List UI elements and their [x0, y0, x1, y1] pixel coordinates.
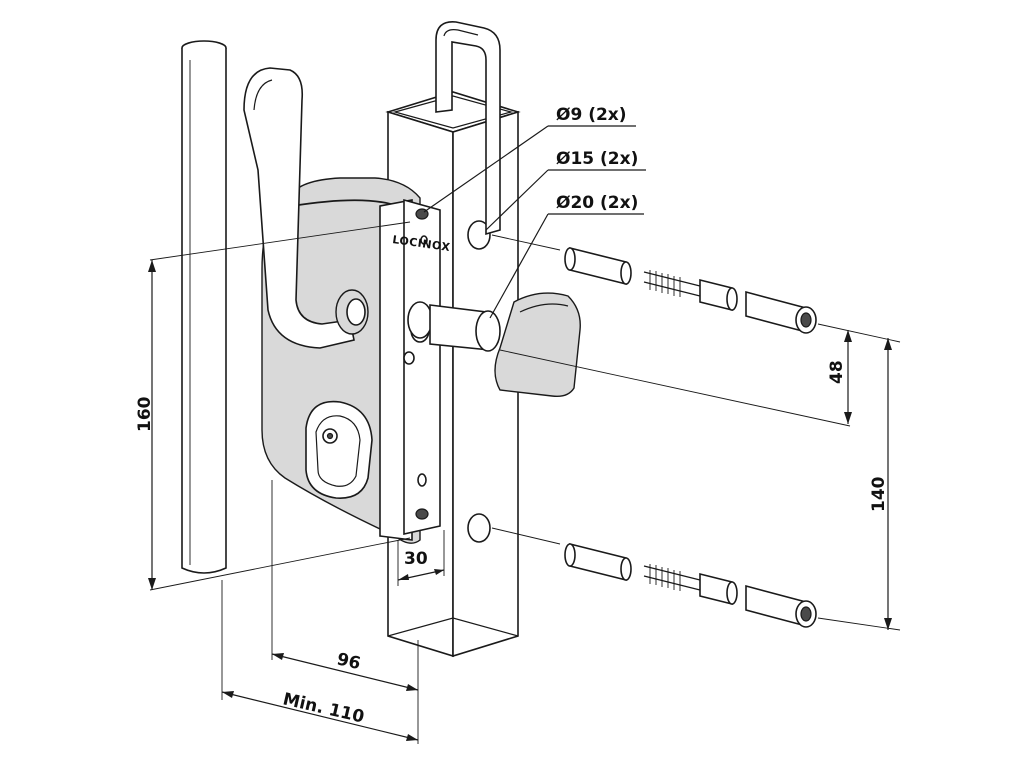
dimension-140: 140 [869, 338, 892, 630]
callout-hole-15: Ø15 (2x) [485, 149, 646, 231]
center-lines [149, 221, 901, 631]
callout-20-label: Ø20 (2x) [556, 193, 638, 213]
callout-15-label: Ø15 (2x) [556, 149, 638, 169]
callout-9-label: Ø9 (2x) [556, 105, 627, 125]
fixing-set-bottom [564, 542, 817, 628]
dim-160-label: 160 [135, 396, 155, 432]
dim-min-110-label: Min. 110 [281, 689, 366, 727]
callout-hole-9: Ø9 (2x) [423, 105, 636, 213]
front-lever-handle [243, 67, 369, 349]
dimension-96: 96 [271, 480, 419, 696]
key-cylinder [305, 400, 373, 499]
callout-hole-20: Ø20 (2x) [489, 193, 644, 319]
dimension-30: 30 [397, 530, 445, 586]
dimension-160: 160 [135, 260, 156, 590]
thumb-knob [407, 292, 581, 398]
round-post [181, 40, 227, 574]
dim-48-label: 48 [827, 360, 847, 384]
dim-30-label: 30 [404, 549, 428, 569]
dimension-48: 48 [827, 330, 852, 424]
fixing-set-top [564, 246, 817, 334]
rear-handle [435, 21, 501, 236]
dim-140-label: 140 [869, 476, 889, 512]
